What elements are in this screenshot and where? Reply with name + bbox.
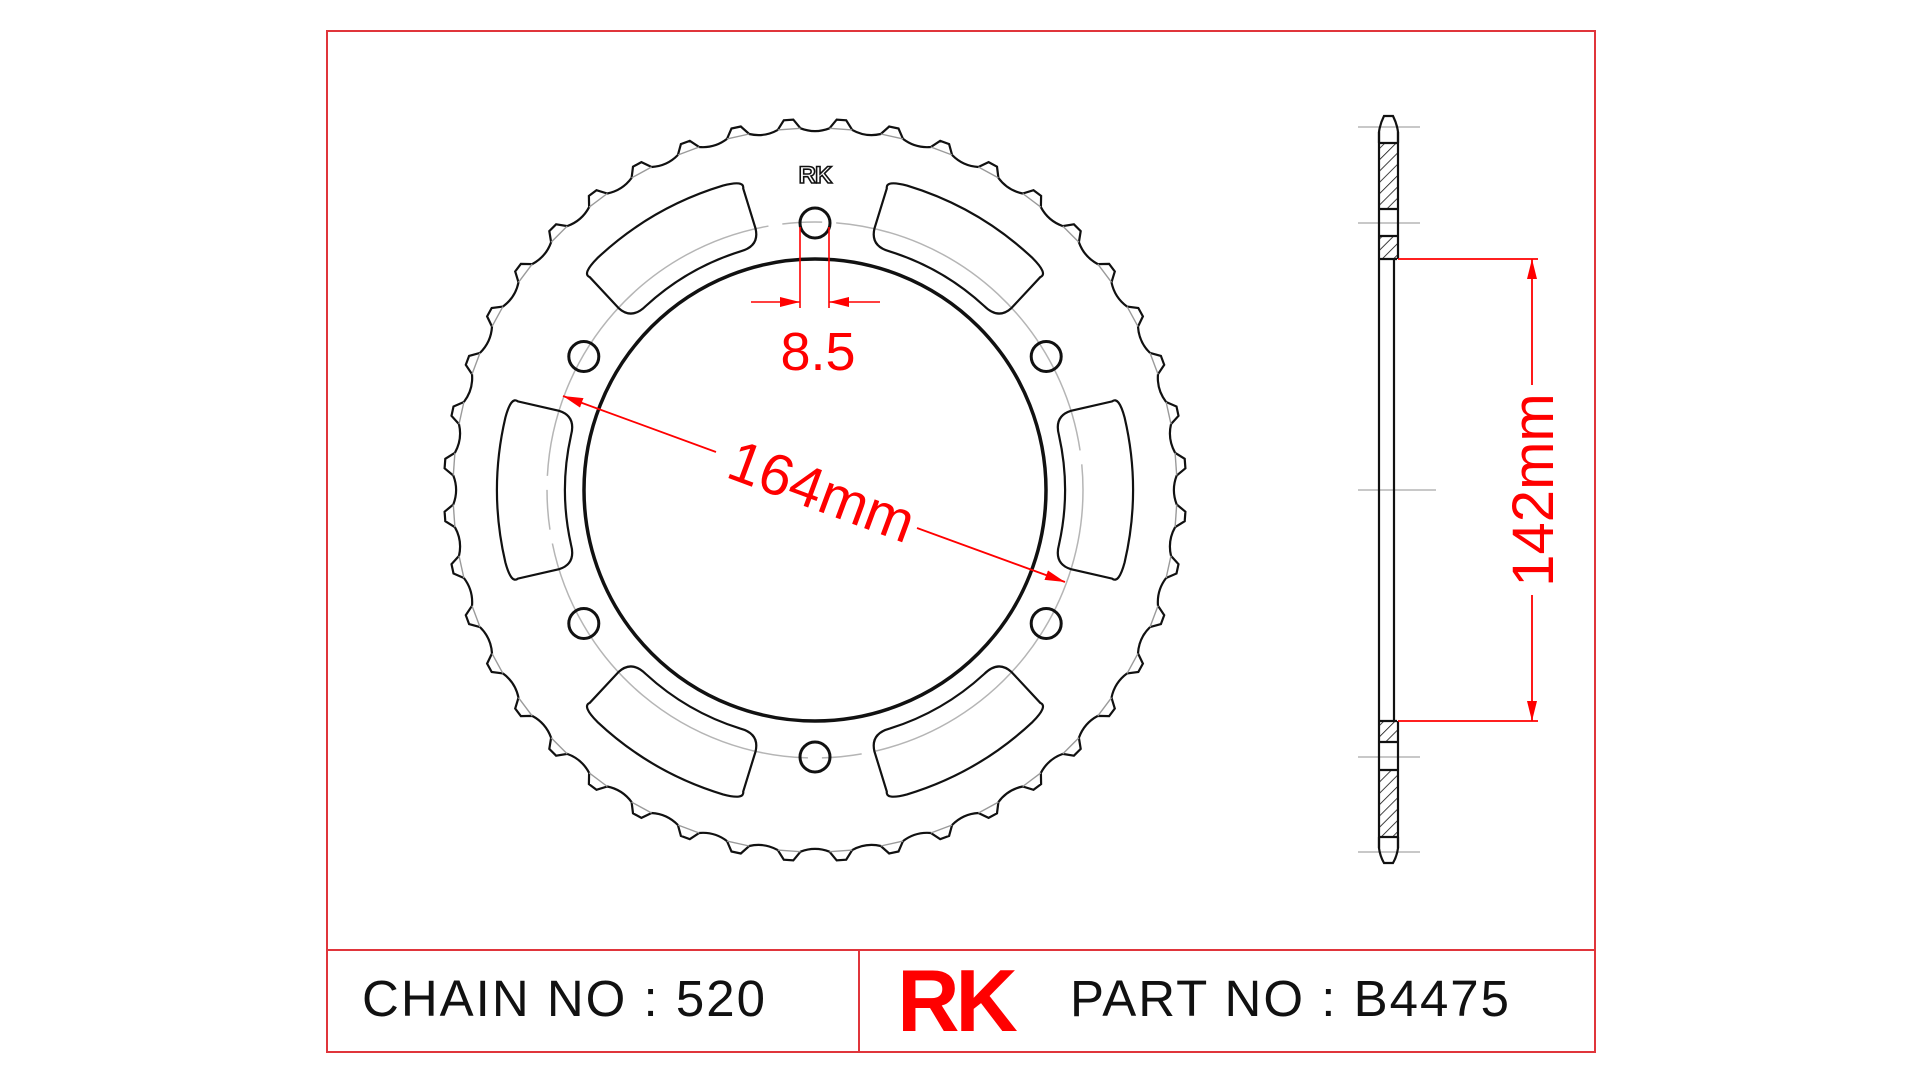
- chain-number-label: CHAIN NO : 520: [362, 970, 767, 1027]
- part-number-label: PART NO : B4475: [1070, 970, 1512, 1027]
- section-hatch-bottom-inner: [1380, 721, 1397, 742]
- bolt-holes: [567, 206, 1063, 774]
- lightening-slot: [872, 665, 1045, 798]
- rk-brand-logo: RK: [897, 951, 1018, 1050]
- bolt-hole: [798, 740, 832, 774]
- bolt-hole: [567, 607, 601, 640]
- lightening-slot: [585, 182, 758, 315]
- bolt-hole: [798, 206, 832, 240]
- lightening-slot: [1056, 399, 1135, 581]
- tooth-chord-lines: [452, 127, 1178, 853]
- center-bore-circle: [582, 257, 1048, 723]
- bolt-hole: [567, 340, 601, 373]
- title-block-divider: [858, 951, 860, 1051]
- bolt-hole-dimension: [751, 227, 880, 308]
- lightening-slot: [585, 665, 758, 798]
- title-block: CHAIN NO : 520 RK PART NO : B4475: [326, 949, 1594, 1051]
- lightening-slot: [495, 399, 574, 581]
- lightening-slot: [872, 182, 1045, 315]
- bolt-hole: [1029, 607, 1063, 640]
- sprocket-side-view: 142mm: [1358, 114, 1566, 865]
- lightening-slots: [495, 182, 1135, 798]
- drawing-frame: [326, 30, 1596, 1053]
- section-hatch-top-inner: [1380, 236, 1397, 259]
- bolt-hole: [1029, 340, 1063, 373]
- bolt-circle-centerline: [546, 221, 1084, 759]
- bolt-hole-dimension-label: 8.5: [780, 322, 855, 382]
- rk-small-logo: RK: [799, 162, 833, 189]
- section-hatch-bottom-outer: [1380, 770, 1397, 837]
- pcd-dimension: [562, 395, 1066, 583]
- bore-dimension-label: 142mm: [1501, 393, 1566, 586]
- section-hatch-top-outer: [1380, 143, 1397, 209]
- side-profile-top-tip: [1377, 114, 1400, 143]
- side-profile-bottom-tip: [1377, 837, 1400, 865]
- bore-dimension: [1398, 258, 1538, 722]
